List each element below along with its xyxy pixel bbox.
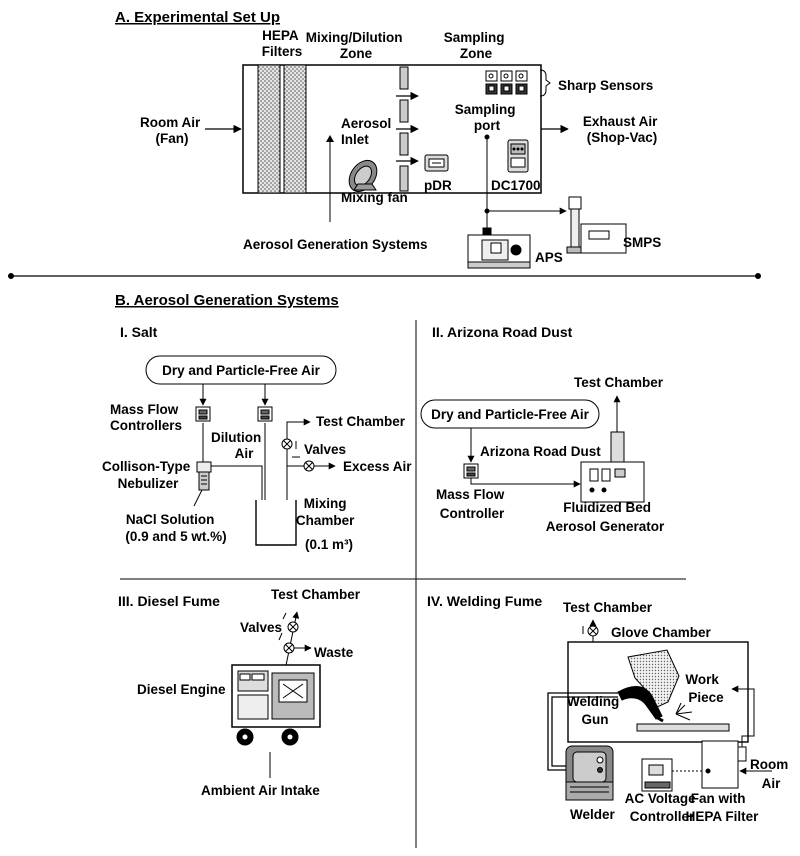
aps-icon (467, 227, 531, 269)
sampling-port-label: Sampling port (455, 102, 520, 133)
salt-excess-air-label: Excess Air (343, 459, 412, 474)
aps-label: APS (535, 250, 563, 265)
salt-panel: I. Salt Dry and Particle-Free Air Mass F… (102, 324, 412, 552)
welding-cable (547, 692, 618, 771)
salt-air-source-label: Dry and Particle-Free Air (162, 363, 321, 378)
diesel-engine-label: Diesel Engine (137, 682, 226, 697)
exhaust-air-label: Exhaust Air (Shop-Vac) (583, 114, 661, 145)
mixing-fan-icon (348, 159, 378, 193)
diesel-valves-label: Valves (240, 620, 282, 635)
section-a: A. Experimental Set Up HEPA Filters Mixi… (115, 9, 661, 269)
work-piece-label: Work Piece (685, 672, 724, 705)
welding-fume-icon (627, 649, 680, 709)
diesel-valve-icons (283, 621, 299, 654)
arizona-test-chamber-label: Test Chamber (574, 375, 664, 390)
salt-mfc-icons (195, 406, 273, 422)
welding-title: IV. Welding Fume (427, 593, 542, 609)
ac-voltage-controller-label: AC Voltage Controller (625, 791, 700, 824)
diesel-engine-icon (231, 664, 321, 746)
mixing-dilution-zone-label: Mixing/Dilution Zone (306, 30, 407, 61)
dc1700-icon (507, 139, 529, 173)
sampling-zone-label: Sampling Zone (444, 30, 509, 61)
section-b-title: B. Aerosol Generation Systems (115, 292, 339, 309)
aerosol-inlet-icon (326, 135, 334, 142)
dilution-air-label: Dilution Air (211, 430, 265, 461)
welder-label: Welder (570, 807, 616, 822)
pdr-icon (424, 154, 449, 172)
fan-to-chamber-line (731, 685, 755, 747)
salt-air-source-box (145, 355, 337, 385)
section-a-title: A. Experimental Set Up (115, 9, 280, 26)
welding-panel: IV. Welding Fume Test Chamber Glove Cham… (427, 593, 792, 824)
mass-flow-controllers-label: Mass Flow Controllers (110, 402, 182, 433)
smps-label: SMPS (623, 235, 661, 250)
salt-valves-label: Valves (304, 442, 346, 457)
nacl-solution-label: NaCl Solution (0.9 and 5 wt.%) (125, 512, 226, 544)
work-piece-icon (636, 723, 730, 732)
fan-hepa-icon (701, 740, 739, 789)
nebulizer-label: Collison-Type Nebulizer (102, 459, 194, 491)
nebulizer-icon (196, 461, 212, 491)
aerosol-generation-systems-label: Aerosol Generation Systems (243, 237, 428, 252)
fan-hepa-inlet (737, 746, 747, 762)
hepa-filter-2 (283, 64, 307, 194)
arizona-flow-lines (467, 395, 621, 488)
fan-dot (705, 768, 711, 774)
nacl-pointer (193, 489, 203, 507)
dc1700-label: DC1700 (491, 178, 541, 193)
salt-valve-icons (281, 438, 315, 472)
diesel-title: III. Diesel Fume (118, 593, 220, 609)
baffle-flow-arrows (396, 91, 419, 166)
hepa-filters-label: HEPA Filters (262, 28, 303, 59)
aerosol-inlet-label: Aerosol Inlet (341, 116, 395, 147)
divider-left-dot (8, 273, 14, 279)
smps-icon (566, 196, 627, 254)
diesel-test-chamber-label: Test Chamber (271, 587, 361, 602)
fluidized-bed-label: Fluidized Bed Aerosol Generator (546, 500, 665, 534)
welder-icon (565, 745, 614, 801)
fan-hepa-label: Fan with HEPA Filter (686, 791, 760, 824)
arizona-mfc-label: Mass Flow Controller (436, 487, 508, 521)
salt-title: I. Salt (120, 324, 158, 340)
mixing-chamber-icon (255, 500, 297, 546)
room-air-label: Room Air (Fan) (140, 115, 204, 146)
mixing-chamber-label: Mixing Chamber (0.1 m³) (296, 496, 358, 552)
arizona-title: II. Arizona Road Dust (432, 324, 573, 340)
diesel-panel: III. Diesel Fume Test Chamber Valves Was… (118, 587, 361, 798)
glove-chamber-label: Glove Chamber (611, 625, 712, 640)
diesel-waste-label: Waste (314, 645, 354, 660)
pdr-label: pDR (424, 178, 452, 193)
arizona-air-source-box (420, 399, 600, 429)
sharp-sensors-brace (539, 69, 551, 97)
salt-test-chamber-label: Test Chamber (316, 414, 406, 429)
hepa-filter-1 (257, 64, 281, 194)
divider-right-dot (755, 273, 761, 279)
salt-flow-lines (199, 384, 336, 500)
arizona-road-dust-label: Arizona Road Dust (480, 444, 601, 459)
ambient-air-intake-label: Ambient Air Intake (201, 783, 320, 798)
welding-gun-label: Welding Gun (567, 694, 623, 727)
welding-test-chamber-label: Test Chamber (563, 600, 653, 615)
welding-valve-icon (587, 625, 599, 637)
baffle-plate (399, 66, 409, 192)
arizona-mfc-icon (463, 463, 479, 479)
welding-gun-icon (617, 685, 664, 723)
ac-voltage-controller-icon (641, 758, 673, 792)
welding-room-air-label: Room Air (750, 757, 792, 791)
spark-icon (675, 702, 693, 721)
sharp-sensors-icon (485, 70, 528, 95)
arizona-panel: II. Arizona Road Dust Test Chamber Dry a… (420, 324, 665, 534)
sharp-sensors-label: Sharp Sensors (558, 78, 653, 93)
mixing-fan-label: Mixing fan (341, 190, 408, 205)
fluidized-bed-generator-icon (580, 431, 645, 503)
arizona-air-source-label: Dry and Particle-Free Air (431, 407, 590, 422)
